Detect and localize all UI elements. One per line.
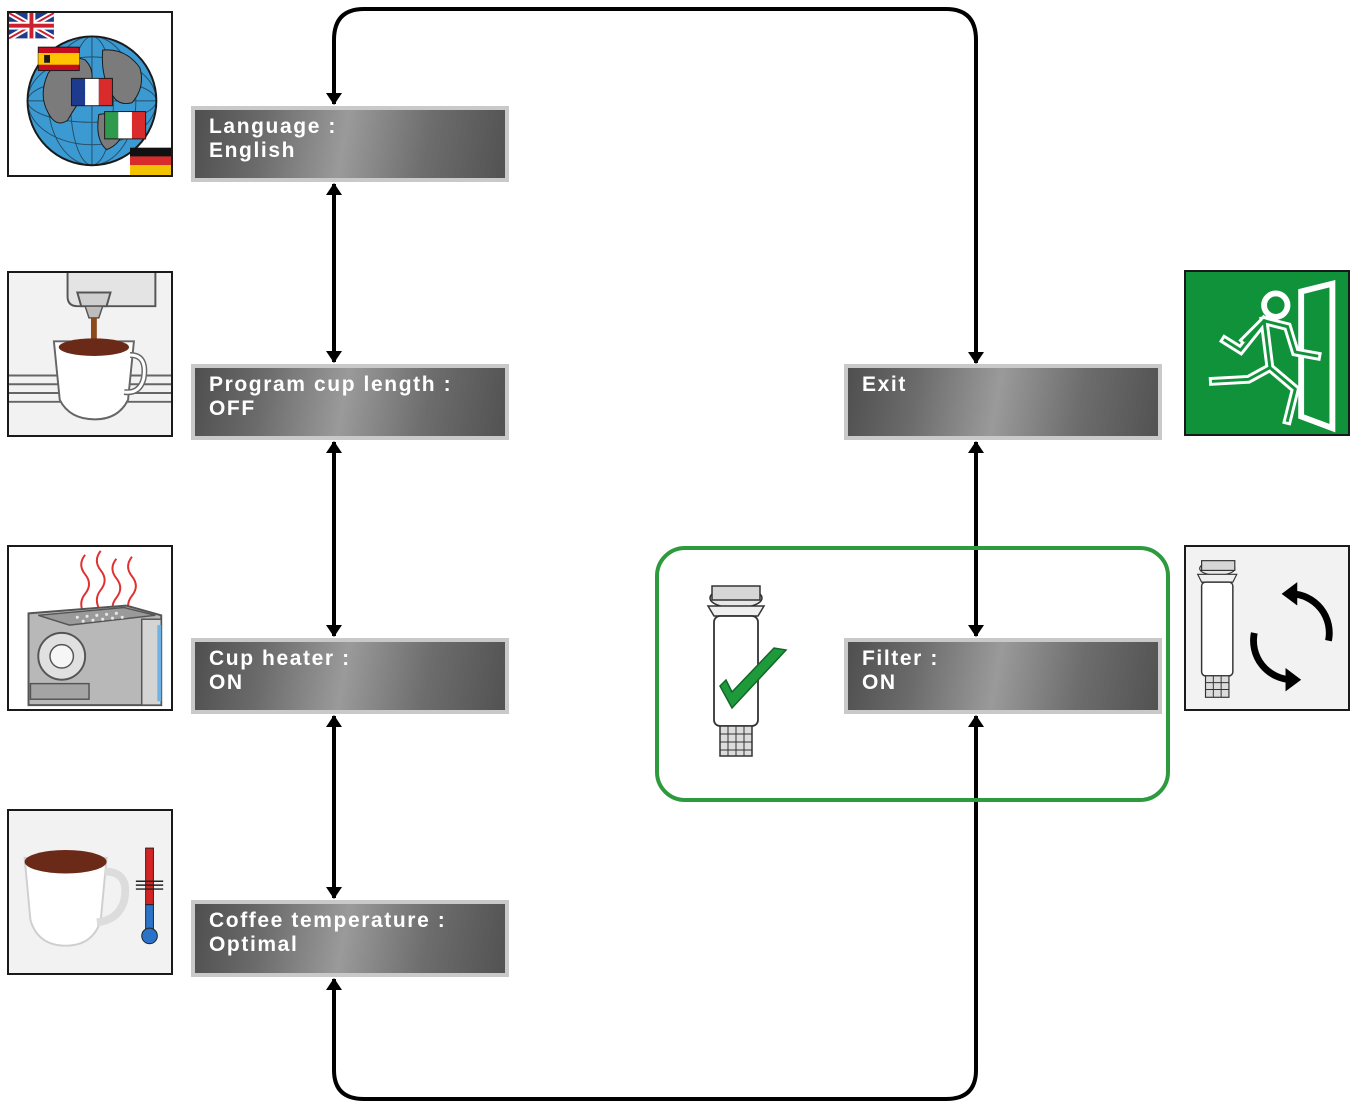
filter-replace-tile bbox=[1184, 545, 1350, 711]
filter-replace-icon bbox=[1186, 547, 1348, 709]
coffee-thermometer-icon bbox=[9, 811, 171, 973]
filter-value: ON bbox=[862, 671, 897, 694]
cup-length-value: OFF bbox=[209, 397, 256, 420]
filter-label: Filter : bbox=[862, 647, 939, 670]
exit-display[interactable]: Exit bbox=[844, 364, 1162, 440]
globe-flags-tile bbox=[7, 11, 173, 177]
cup-heater-tile bbox=[7, 545, 173, 711]
globe-flags-icon bbox=[9, 13, 171, 175]
cup-heater-icon bbox=[9, 547, 171, 709]
exit-label: Exit bbox=[862, 373, 907, 396]
emergency-exit-tile bbox=[1184, 270, 1350, 436]
cup-dispense-icon bbox=[9, 273, 171, 435]
cup-heater-label: Cup heater : bbox=[209, 647, 351, 670]
cup-length-label: Program cup length : bbox=[209, 373, 453, 396]
coffee-temp-value: Optimal bbox=[209, 933, 299, 956]
filter-highlight-frame bbox=[655, 546, 1170, 802]
language-label: Language : bbox=[209, 115, 338, 138]
coffee-temp-label: Coffee temperature : bbox=[209, 909, 447, 932]
emergency-exit-icon bbox=[1186, 272, 1348, 434]
coffee-temp-display[interactable]: Coffee temperature : Optimal bbox=[191, 900, 509, 977]
cup-dispense-tile bbox=[7, 271, 173, 437]
loop-bottom-connector bbox=[326, 715, 984, 1101]
language-value: English bbox=[209, 139, 297, 162]
cup-length-display[interactable]: Program cup length : OFF bbox=[191, 364, 509, 440]
coffee-temp-tile bbox=[7, 809, 173, 975]
cup-heater-value: ON bbox=[209, 671, 244, 694]
loop-top-connector bbox=[326, 7, 984, 364]
cup-heater-display[interactable]: Cup heater : ON bbox=[191, 638, 509, 714]
filter-check-icon bbox=[706, 585, 788, 757]
filter-display[interactable]: Filter : ON bbox=[844, 638, 1162, 714]
language-display[interactable]: Language : English bbox=[191, 106, 509, 182]
